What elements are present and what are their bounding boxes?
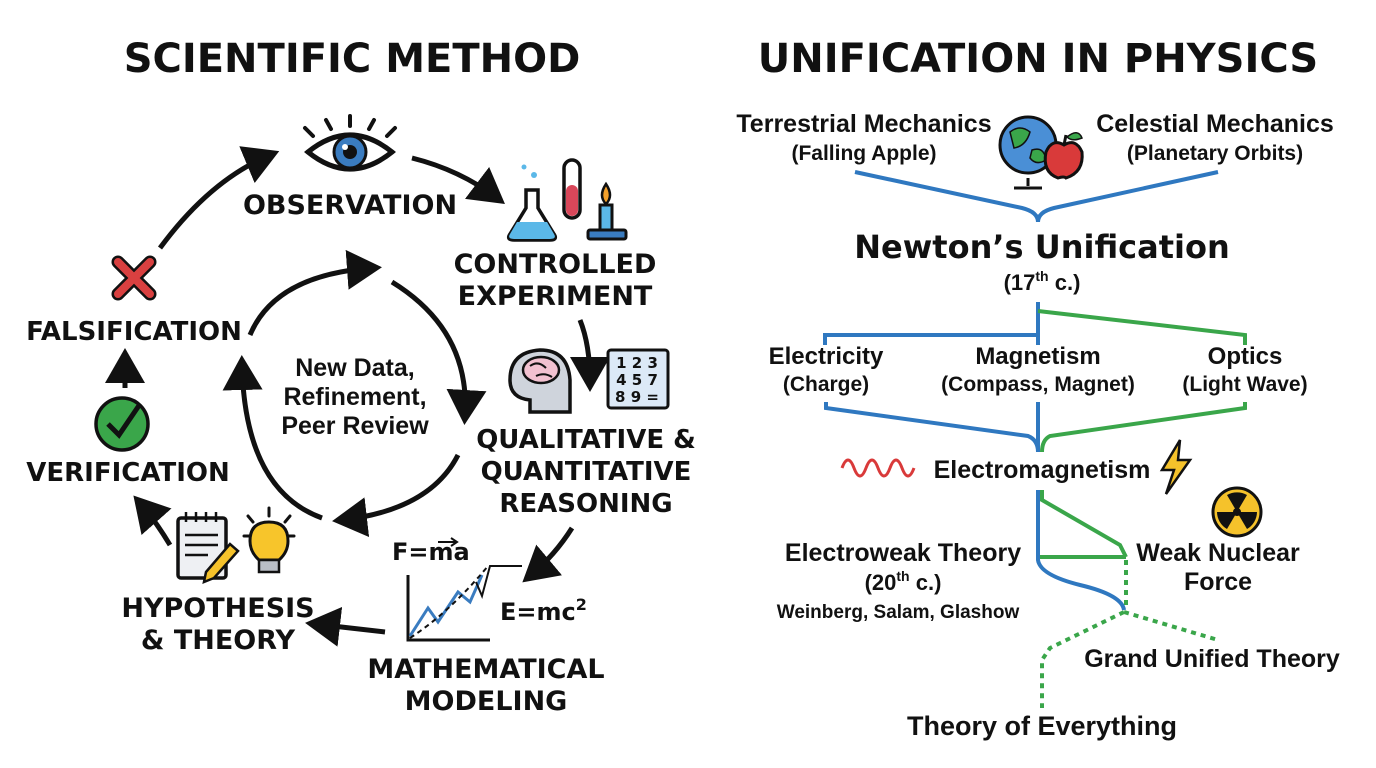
vector-arrow-icon [438,537,459,547]
center-line-1: New Data, [295,354,414,382]
arrow-observation-to-experiment [411,155,505,205]
wave-icon [840,458,916,478]
electricity-name: Electricity [769,343,884,370]
line-newton-to-optics [1037,309,1247,345]
step-verification: VERIFICATION [26,458,229,488]
step-hypothesis-line-1: HYPOTHESIS [121,593,314,624]
weak-force-line-2: Force [1184,568,1252,596]
step-modeling-line-1: MATHEMATICAL [367,654,604,685]
flask-icon [506,164,558,242]
radiation-icon [1211,486,1263,538]
newton-sub: (17th c.) [1004,268,1081,295]
line-terrestrial-to-newton [854,170,1040,223]
celestial-name: Celestial Mechanics [1096,110,1334,138]
arrow-hypothesis-to-verification [133,495,173,547]
inner-arrow-bottom [332,453,461,538]
inner-arrow-right [390,279,487,425]
arrow-falsification-to-observation [157,146,280,250]
lightbulb-icon [242,506,296,574]
line-celestial-to-newton [1036,170,1219,223]
brain-head-icon [508,348,572,414]
grid-row-3: 8 9 = [615,388,659,406]
formula-einstein: E=mc2 [500,595,587,626]
grid-row-1: 1 2 3 [616,354,658,372]
magnetism-sub: (Compass, Magnet) [941,373,1135,396]
step-reasoning-line-2: QUANTITATIVE [481,457,692,487]
number-grid-icon: 1 2 3 4 5 7 8 9 = [606,348,670,410]
celestial-sub: (Planetary Orbits) [1127,142,1303,165]
burner-icon [586,181,628,241]
step-modeling-line-2: MODELING [405,686,568,717]
step-hypothesis-line-2: & THEORY [141,625,296,656]
line-electricity-to-em [824,402,1040,453]
globe-icon [998,115,1058,190]
apple-icon [1043,132,1084,180]
electroweak-name: Electroweak Theory [785,539,1021,567]
line-em-to-electroweak [1036,490,1126,611]
step-observation: OBSERVATION [243,190,457,221]
optics-name: Optics [1208,343,1283,370]
line-newton-to-electricity [823,302,1040,345]
scientific-method-title: SCIENTIFIC METHOD [124,36,581,82]
arrow-modeling-to-hypothesis [305,606,386,647]
line-gut-to-toe [1040,610,1125,708]
outer-cycle-arrows [105,146,610,647]
unification-panel: UNIFICATION IN PHYSICS Terrestrial Mecha… [736,36,1339,741]
inner-cycle-arrows [222,249,487,538]
cross-icon [111,255,157,301]
step-experiment-line-2: EXPERIMENT [458,281,653,312]
arrow-reasoning-to-modeling [522,526,575,583]
electroweak-people: Weinberg, Salam, Glashow [777,602,1020,623]
electricity-sub: (Charge) [783,373,869,396]
center-line-2: Refinement, [283,383,426,411]
step-reasoning-line-3: REASONING [499,489,672,519]
center-line-3: Peer Review [281,412,429,440]
line-optics-to-em [1040,402,1247,453]
step-experiment-line-1: CONTROLLED [454,249,657,280]
test-tube-icon [562,158,582,220]
electromagnetism-label: Electromagnetism [934,456,1151,484]
notepad-pencil-icon [176,512,240,585]
inner-arrow-top [247,249,382,336]
step-reasoning-line-1: QUALITATIVE & [476,425,696,455]
line-weak-branch [1040,490,1128,558]
toe-label: Theory of Everything [907,711,1177,741]
step-falsification: FALSIFICATION [26,317,242,347]
eye-icon [303,114,397,172]
terrestrial-name: Terrestrial Mechanics [736,110,991,138]
weak-force-line-1: Weak Nuclear [1136,539,1300,567]
terrestrial-sub: (Falling Apple) [791,142,936,165]
gut-label: Grand Unified Theory [1084,645,1340,673]
arrow-experiment-to-reasoning [569,319,610,392]
newton-name: Newton’s Unification [854,228,1230,266]
grid-row-2: 4 5 7 [616,371,658,389]
check-icon [94,396,150,452]
inner-arrow-left [222,355,323,521]
unification-title: UNIFICATION IN PHYSICS [758,36,1318,82]
scientific-method-panel: SCIENTIFIC METHOD New Data, Refinement, … [26,36,696,717]
lightning-icon [1159,439,1193,495]
line-to-gut-label [1123,610,1219,642]
electroweak-sub: (20th c.) [865,568,942,595]
optics-sub: (Light Wave) [1182,373,1307,396]
magnetism-name: Magnetism [975,343,1100,370]
graph-icon [406,565,522,642]
